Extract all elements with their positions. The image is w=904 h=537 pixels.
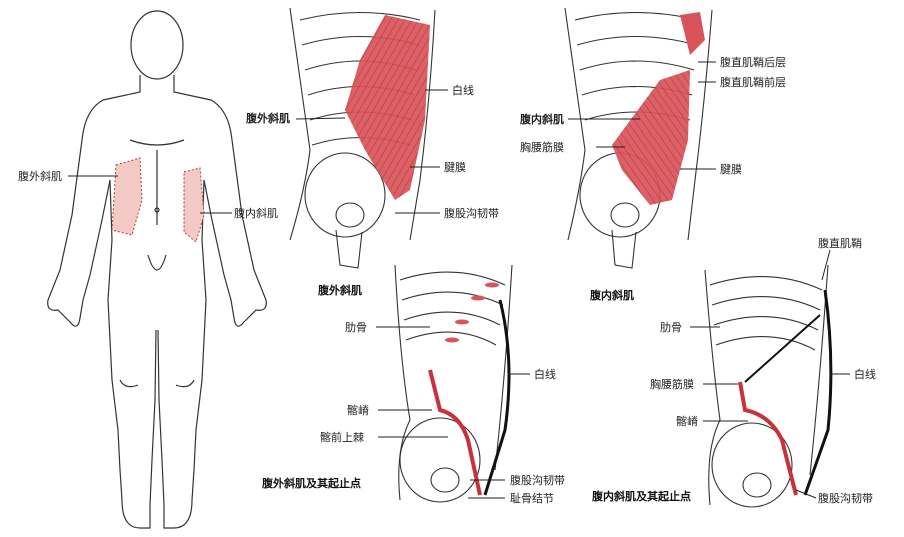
body-label-internal-oblique: 腹内斜肌 [234,207,278,220]
panel-b-label-posterior-sheath: 腹直肌鞘后层 [720,56,786,69]
panel-a-label-linea-alba: 白线 [452,84,474,97]
panel-c-leaders [376,326,530,499]
panel-d-label-thoracolumbar-fascia: 胸腰筋膜 [650,378,694,391]
panel-d-drawing [704,264,829,508]
panel-b-caption: 腹内斜肌 [590,289,634,302]
panel-b-label-anterior-sheath: 腹直肌鞘前层 [720,76,786,89]
panel-a-leaders [295,89,448,214]
panel-a-label-inguinal-ligament: 腹股沟韧带 [444,207,499,220]
panel-d-label-rectus-sheath: 腹直肌鞘 [818,237,862,250]
panel-d-label-linea-alba: 白线 [854,368,876,381]
body-leaders [68,175,232,214]
panel-d-label-ribs: 肋骨 [660,321,682,334]
panel-a-label-external-oblique: 腹外斜肌 [246,112,290,125]
panel-a-caption: 腹外斜肌 [318,284,362,297]
body-figure [47,10,267,529]
panel-c-label-inguinal-ligament: 腹股沟韧带 [510,474,565,487]
panel-d-linea-alba [803,289,833,496]
panel-c-linea-alba [483,299,511,496]
panel-c-label-asis: 髂前上棘 [320,431,364,444]
panel-c-label-iliac-crest: 髂嵴 [347,404,369,417]
panel-d-origin-line [738,381,798,496]
panel-c-label-ribs: 肋骨 [345,321,367,334]
panel-d-label-inguinal-ligament: 腹股沟韧带 [818,492,873,505]
external-oblique-region-body [111,157,143,236]
body-label-external-oblique: 腹外斜肌 [18,170,62,183]
panel-c-label-linea-alba: 白线 [534,368,556,381]
panel-d-leaders [690,249,850,499]
panel-c-origins [445,282,499,343]
panel-d-label-iliac-crest: 髂嵴 [676,415,698,428]
panel-b-leaders [568,61,716,170]
panel-a-label-aponeurosis: 腱膜 [444,161,466,174]
panel-c-label-pubic-tubercle: 耻骨结节 [510,492,554,505]
panel-c-iliac-crest-line [428,369,482,496]
panel-b-label-aponeurosis: 腱膜 [720,163,742,176]
panel-b-label-internal-oblique: 腹内斜肌 [520,113,564,126]
panel-b-label-thoracolumbar-fascia: 胸腰筋膜 [520,141,564,154]
panel-c-drawing [394,264,513,503]
rectus-sheath-muscle [680,12,705,55]
panel-d-caption: 腹内斜肌及其起止点 [592,490,691,503]
panel-c-caption: 腹外斜肌及其起止点 [262,477,361,490]
internal-oblique-region-body [183,167,205,243]
